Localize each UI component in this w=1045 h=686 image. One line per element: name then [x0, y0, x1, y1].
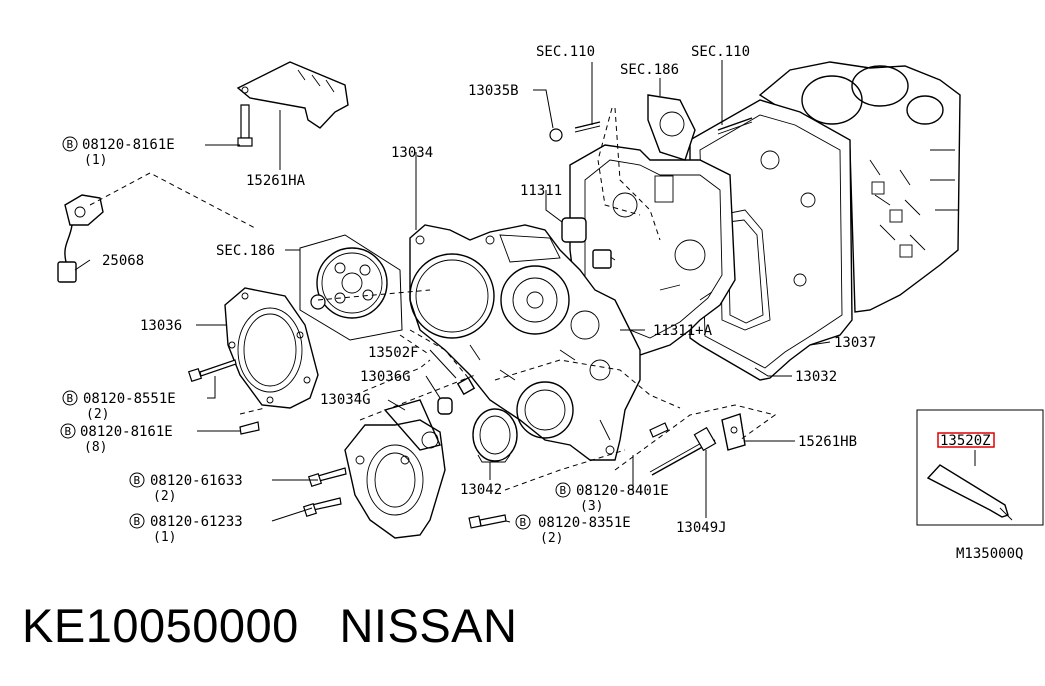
bolt-qty-2: (2)	[86, 407, 109, 422]
bolt-callout-7: B 08120-8351E (2)	[515, 514, 631, 546]
bolts-drawing	[187, 359, 669, 529]
bolt-qty-1: (1)	[84, 153, 107, 168]
bolt-qty-3: (8)	[84, 440, 107, 455]
bolt-code-3: 08120-8161E	[80, 424, 173, 440]
label-11311: 11311	[520, 183, 562, 199]
sensor-25068-drawing	[57, 194, 104, 283]
label-15261hb: 15261HB	[798, 434, 857, 450]
b-symbol: B	[134, 474, 141, 487]
inset-label-highlight	[937, 432, 995, 448]
b-symbol: B	[67, 392, 74, 405]
gasket-11311-drawing	[561, 217, 587, 243]
label-15261ha: 15261HA	[246, 173, 306, 189]
label-sec186-a: SEC.186	[620, 62, 679, 78]
diagram-code: M135000Q	[956, 546, 1023, 562]
part-number-title: KE10050000 NISSAN	[22, 599, 518, 652]
label-sec110-b: SEC.110	[691, 44, 750, 60]
bolt-qty-4: (2)	[153, 489, 176, 504]
bolt-callout-6: B 08120-8401E (3)	[555, 482, 669, 514]
bolt-callout-4: B 08120-61633 (2)	[129, 472, 243, 504]
oil-seal-13042-drawing	[472, 408, 518, 463]
plug-13502f-drawing	[456, 376, 476, 396]
label-13032: 13032	[795, 369, 837, 385]
bracket-15261hb-drawing	[649, 413, 746, 476]
b-symbol: B	[67, 138, 74, 151]
leader-lines	[74, 60, 831, 523]
stud-drawing	[549, 117, 753, 142]
dowel-13036g-drawing	[437, 397, 453, 415]
bolt-callout-5: B 08120-61233 (1)	[129, 513, 243, 545]
label-13036: 13036	[140, 318, 182, 334]
front-cover-13034-drawing	[409, 224, 641, 461]
label-13034: 13034	[391, 145, 433, 161]
b-symbol: B	[65, 425, 72, 438]
label-13036g: 13036G	[360, 369, 411, 385]
label-sec186-b: SEC.186	[216, 243, 275, 259]
inset-box: 13520Z	[916, 409, 1044, 526]
b-symbol: B	[560, 484, 567, 497]
bolt-code-1: 08120-8161E	[82, 137, 175, 153]
bolt-qty-7: (2)	[540, 531, 563, 546]
gasket-13036-drawing	[224, 287, 319, 409]
label-13035b: 13035B	[468, 83, 519, 99]
b-symbol: B	[134, 515, 141, 528]
bracket-15261ha-drawing	[236, 61, 349, 147]
label-13502f: 13502F	[368, 345, 419, 361]
label-13037: 13037	[834, 335, 876, 351]
sec186-gasket-drawing	[647, 94, 696, 161]
bolt-code-6: 08120-8401E	[576, 483, 669, 499]
bolt-code-2: 08120-8551E	[83, 391, 176, 407]
bolt-qty-6: (3)	[580, 499, 603, 514]
housing-13034g-drawing	[344, 399, 446, 539]
b-symbol: B	[520, 516, 527, 529]
bolt-code-5: 08120-61233	[150, 514, 243, 530]
label-11311a: 11311+A	[653, 323, 713, 339]
label-13042: 13042	[460, 482, 502, 498]
bolt-code-7: 08120-8351E	[538, 515, 631, 531]
bolt-qty-5: (1)	[153, 530, 176, 545]
label-13034g: 13034G	[320, 392, 371, 408]
inset-label-13520z: 13520Z	[940, 433, 991, 449]
label-13049j: 13049J	[676, 520, 727, 536]
gasket-small-drawing	[592, 249, 612, 269]
label-sec110-a: SEC.110	[536, 44, 595, 60]
label-25068: 25068	[102, 253, 144, 269]
bolt-callout-2: B 08120-8551E (2)	[62, 390, 176, 422]
sprocket-drawing	[299, 234, 403, 341]
engine-block-drawing	[758, 61, 961, 313]
bolt-callout-1: B 08120-8161E (1)	[62, 136, 175, 168]
bolt-code-4: 08120-61633	[150, 473, 243, 489]
bolt-callout-3: B 08120-8161E (8)	[60, 423, 173, 455]
